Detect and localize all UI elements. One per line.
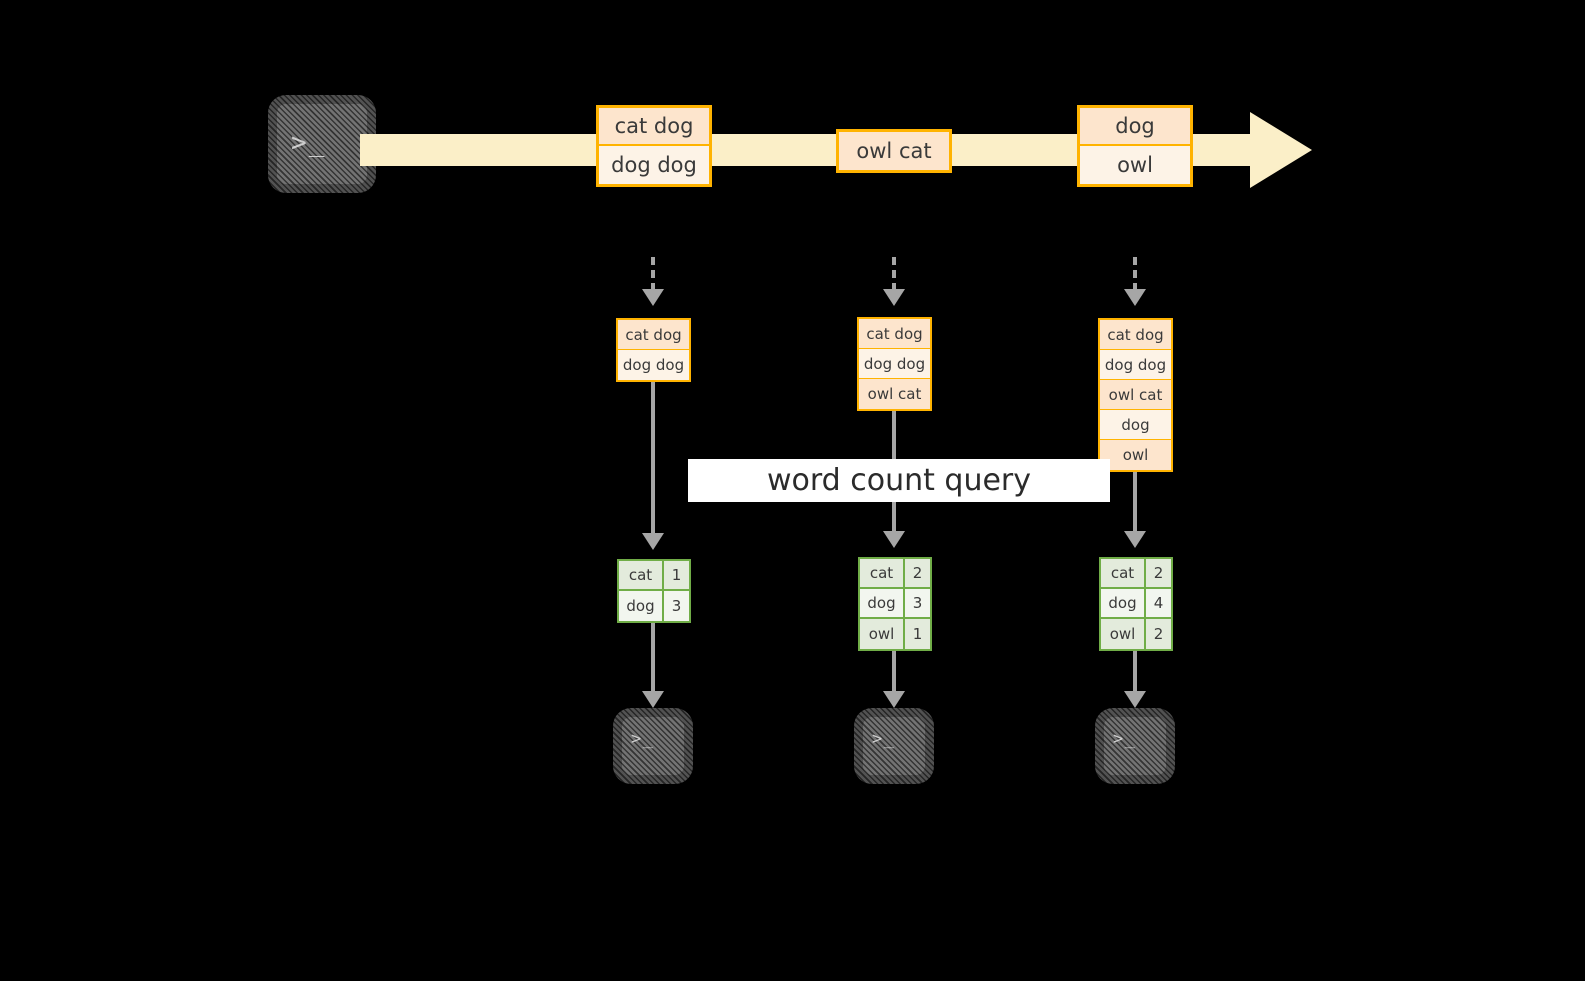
snapshot-3-result-table: cat 2 dog 4 owl 2 [1099, 557, 1173, 651]
query-banner: word count query [688, 459, 1110, 502]
batch-line: owl [1080, 146, 1190, 184]
snapshot-3-input-box: cat dog dog dog owl cat dog owl [1098, 318, 1173, 472]
snapshot-line: dog [1100, 410, 1171, 440]
snapshot-2-sink-terminal-icon: >_ [854, 708, 934, 784]
table-row: dog 3 [619, 591, 689, 621]
result-count: 2 [1146, 619, 1171, 649]
snapshot-line: dog dog [859, 349, 930, 379]
result-count: 3 [664, 591, 689, 621]
snapshot-2-sink-arrowhead [883, 691, 905, 708]
snapshot-1-result-table: cat 1 dog 3 [617, 559, 691, 623]
result-word: owl [860, 619, 905, 649]
batch-line: dog [1080, 108, 1190, 146]
table-row: cat 2 [860, 559, 930, 589]
table-row: owl 2 [1101, 619, 1171, 649]
result-count: 1 [905, 619, 930, 649]
result-count: 2 [1146, 559, 1171, 587]
snapshot-1-sink-line [651, 623, 655, 695]
snapshot-2-input-box: cat dog dog dog owl cat [857, 317, 932, 411]
snapshot-2-result-table: cat 2 dog 3 owl 1 [858, 557, 932, 651]
result-word: owl [1101, 619, 1146, 649]
terminal-prompt-glyph: >_ [872, 729, 896, 749]
snapshot-3-sink-arrowhead [1124, 691, 1146, 708]
result-word: cat [1101, 559, 1146, 587]
snapshot-2-tap-arrowhead [883, 289, 905, 306]
result-word: dog [619, 591, 664, 621]
snapshot-1-sink-arrowhead [642, 691, 664, 708]
stream-batch-2: owl cat [836, 129, 952, 173]
snapshot-line: owl cat [859, 379, 930, 409]
batch-line: owl cat [839, 132, 949, 170]
terminal-prompt-glyph: >_ [631, 729, 655, 749]
snapshot-1-sink-terminal-icon: >_ [613, 708, 693, 784]
query-banner-label: word count query [766, 463, 1032, 498]
result-count: 2 [905, 559, 930, 587]
batch-line: cat dog [599, 108, 709, 146]
snapshot-2-sink-line [892, 651, 896, 695]
snapshot-2-tap-line [892, 257, 896, 291]
result-word: dog [1101, 589, 1146, 617]
source-terminal-icon: >_ [268, 95, 376, 193]
stream-batch-3: dog owl [1077, 105, 1193, 187]
snapshot-3-query-line [1133, 472, 1137, 535]
stream-batch-1: cat dog dog dog [596, 105, 712, 187]
snapshot-3-tap-arrowhead [1124, 289, 1146, 306]
snapshot-1-query-line [651, 382, 655, 537]
snapshot-line: cat dog [859, 319, 930, 349]
snapshot-1-input-box: cat dog dog dog [616, 318, 691, 382]
snapshot-line: cat dog [1100, 320, 1171, 350]
snapshot-1-tap-line [651, 257, 655, 291]
result-count: 1 [664, 561, 689, 589]
table-row: cat 2 [1101, 559, 1171, 589]
result-count: 3 [905, 589, 930, 617]
snapshot-3-tap-line [1133, 257, 1137, 291]
result-word: cat [860, 559, 905, 587]
snapshot-line: owl cat [1100, 380, 1171, 410]
snapshot-line: owl [1100, 440, 1171, 470]
table-row: dog 3 [860, 589, 930, 619]
snapshot-1-query-arrowhead [642, 533, 664, 550]
batch-line: dog dog [599, 146, 709, 184]
result-count: 4 [1146, 589, 1171, 617]
terminal-prompt-glyph: >_ [291, 128, 327, 158]
snapshot-line: dog dog [618, 350, 689, 380]
snapshot-line: dog dog [1100, 350, 1171, 380]
snapshot-3-sink-terminal-icon: >_ [1095, 708, 1175, 784]
snapshot-3-query-arrowhead [1124, 531, 1146, 548]
table-row: owl 1 [860, 619, 930, 649]
table-row: dog 4 [1101, 589, 1171, 619]
snapshot-line: cat dog [618, 320, 689, 350]
terminal-prompt-glyph: >_ [1113, 729, 1137, 749]
result-word: cat [619, 561, 664, 589]
snapshot-3-sink-line [1133, 651, 1137, 695]
snapshot-2-query-arrowhead [883, 531, 905, 548]
result-word: dog [860, 589, 905, 617]
snapshot-1-tap-arrowhead [642, 289, 664, 306]
table-row: cat 1 [619, 561, 689, 591]
